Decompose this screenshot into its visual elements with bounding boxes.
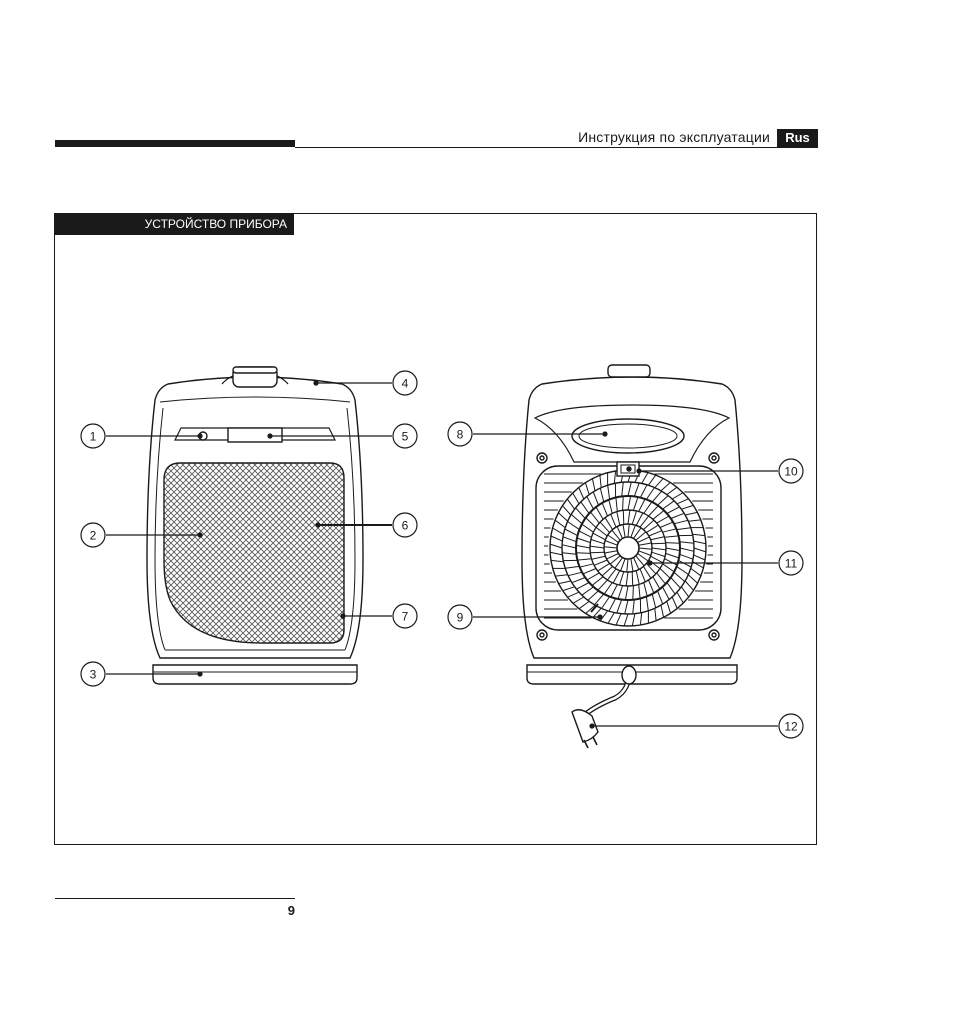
header-rule-thin <box>295 147 818 148</box>
svg-text:1: 1 <box>90 430 97 444</box>
svg-text:4: 4 <box>402 377 409 391</box>
svg-text:3: 3 <box>90 668 97 682</box>
svg-text:5: 5 <box>402 430 409 444</box>
heater-front-view <box>146 366 364 685</box>
callout-7: 7 <box>392 603 418 629</box>
callouts: 1 2 3 4 5 6 7 8 9 10 11 12 <box>80 370 804 739</box>
callout-5: 5 <box>392 423 418 449</box>
svg-text:7: 7 <box>402 610 409 624</box>
callout-3: 3 <box>80 661 106 687</box>
section-title: УСТРОЙСТВО ПРИБОРА <box>55 214 294 235</box>
footer-rule <box>55 898 295 899</box>
callout-9: 9 <box>447 604 473 630</box>
header-rule-thick <box>55 140 295 147</box>
callout-11: 11 <box>778 550 804 576</box>
svg-text:9: 9 <box>457 611 464 625</box>
callout-2: 2 <box>80 522 106 548</box>
callout-10: 10 <box>778 458 804 484</box>
diagram-frame <box>54 213 817 845</box>
heater-rear-view <box>521 364 743 749</box>
callout-8: 8 <box>447 421 473 447</box>
svg-text:11: 11 <box>785 557 798 571</box>
svg-text:2: 2 <box>90 529 97 543</box>
callout-4: 4 <box>392 370 418 396</box>
page-number: 9 <box>287 903 295 918</box>
svg-text:12: 12 <box>784 720 798 734</box>
svg-text:10: 10 <box>784 465 798 479</box>
language-badge: Rus <box>777 129 818 147</box>
svg-text:8: 8 <box>457 428 464 442</box>
callout-leaders <box>106 380 778 729</box>
callout-1: 1 <box>80 423 106 449</box>
header-title: Инструкция по эксплуатации <box>578 129 770 145</box>
callout-6: 6 <box>392 512 418 538</box>
callout-12: 12 <box>778 713 804 739</box>
svg-text:6: 6 <box>402 519 409 533</box>
